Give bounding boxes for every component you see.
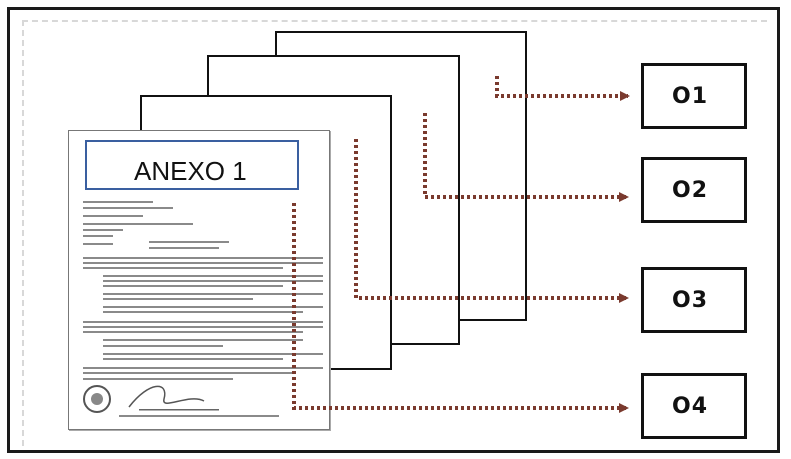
output-label-o3: O3 — [672, 288, 709, 313]
output-box-o1: O1 — [641, 63, 747, 129]
document-text-scan — [83, 201, 323, 417]
output-box-o2: O2 — [641, 157, 747, 223]
annex-label-box — [85, 140, 299, 190]
annex-label: ANEXO 1 — [134, 156, 247, 186]
diagram-inner-frame — [22, 20, 767, 446]
output-label-o2: O2 — [672, 178, 709, 203]
connector-o3 — [354, 139, 629, 303]
connector-o4 — [292, 203, 629, 413]
output-box-o4: O4 — [641, 373, 747, 439]
diagram-frame — [7, 7, 780, 453]
output-label-o1: O1 — [672, 84, 709, 109]
document-sheet-1: ANEXO 1 — [68, 130, 330, 430]
connector-o1 — [495, 76, 630, 101]
connector-o2 — [423, 113, 629, 202]
output-label-o4: O4 — [672, 394, 709, 419]
output-box-o3: O3 — [641, 267, 747, 333]
